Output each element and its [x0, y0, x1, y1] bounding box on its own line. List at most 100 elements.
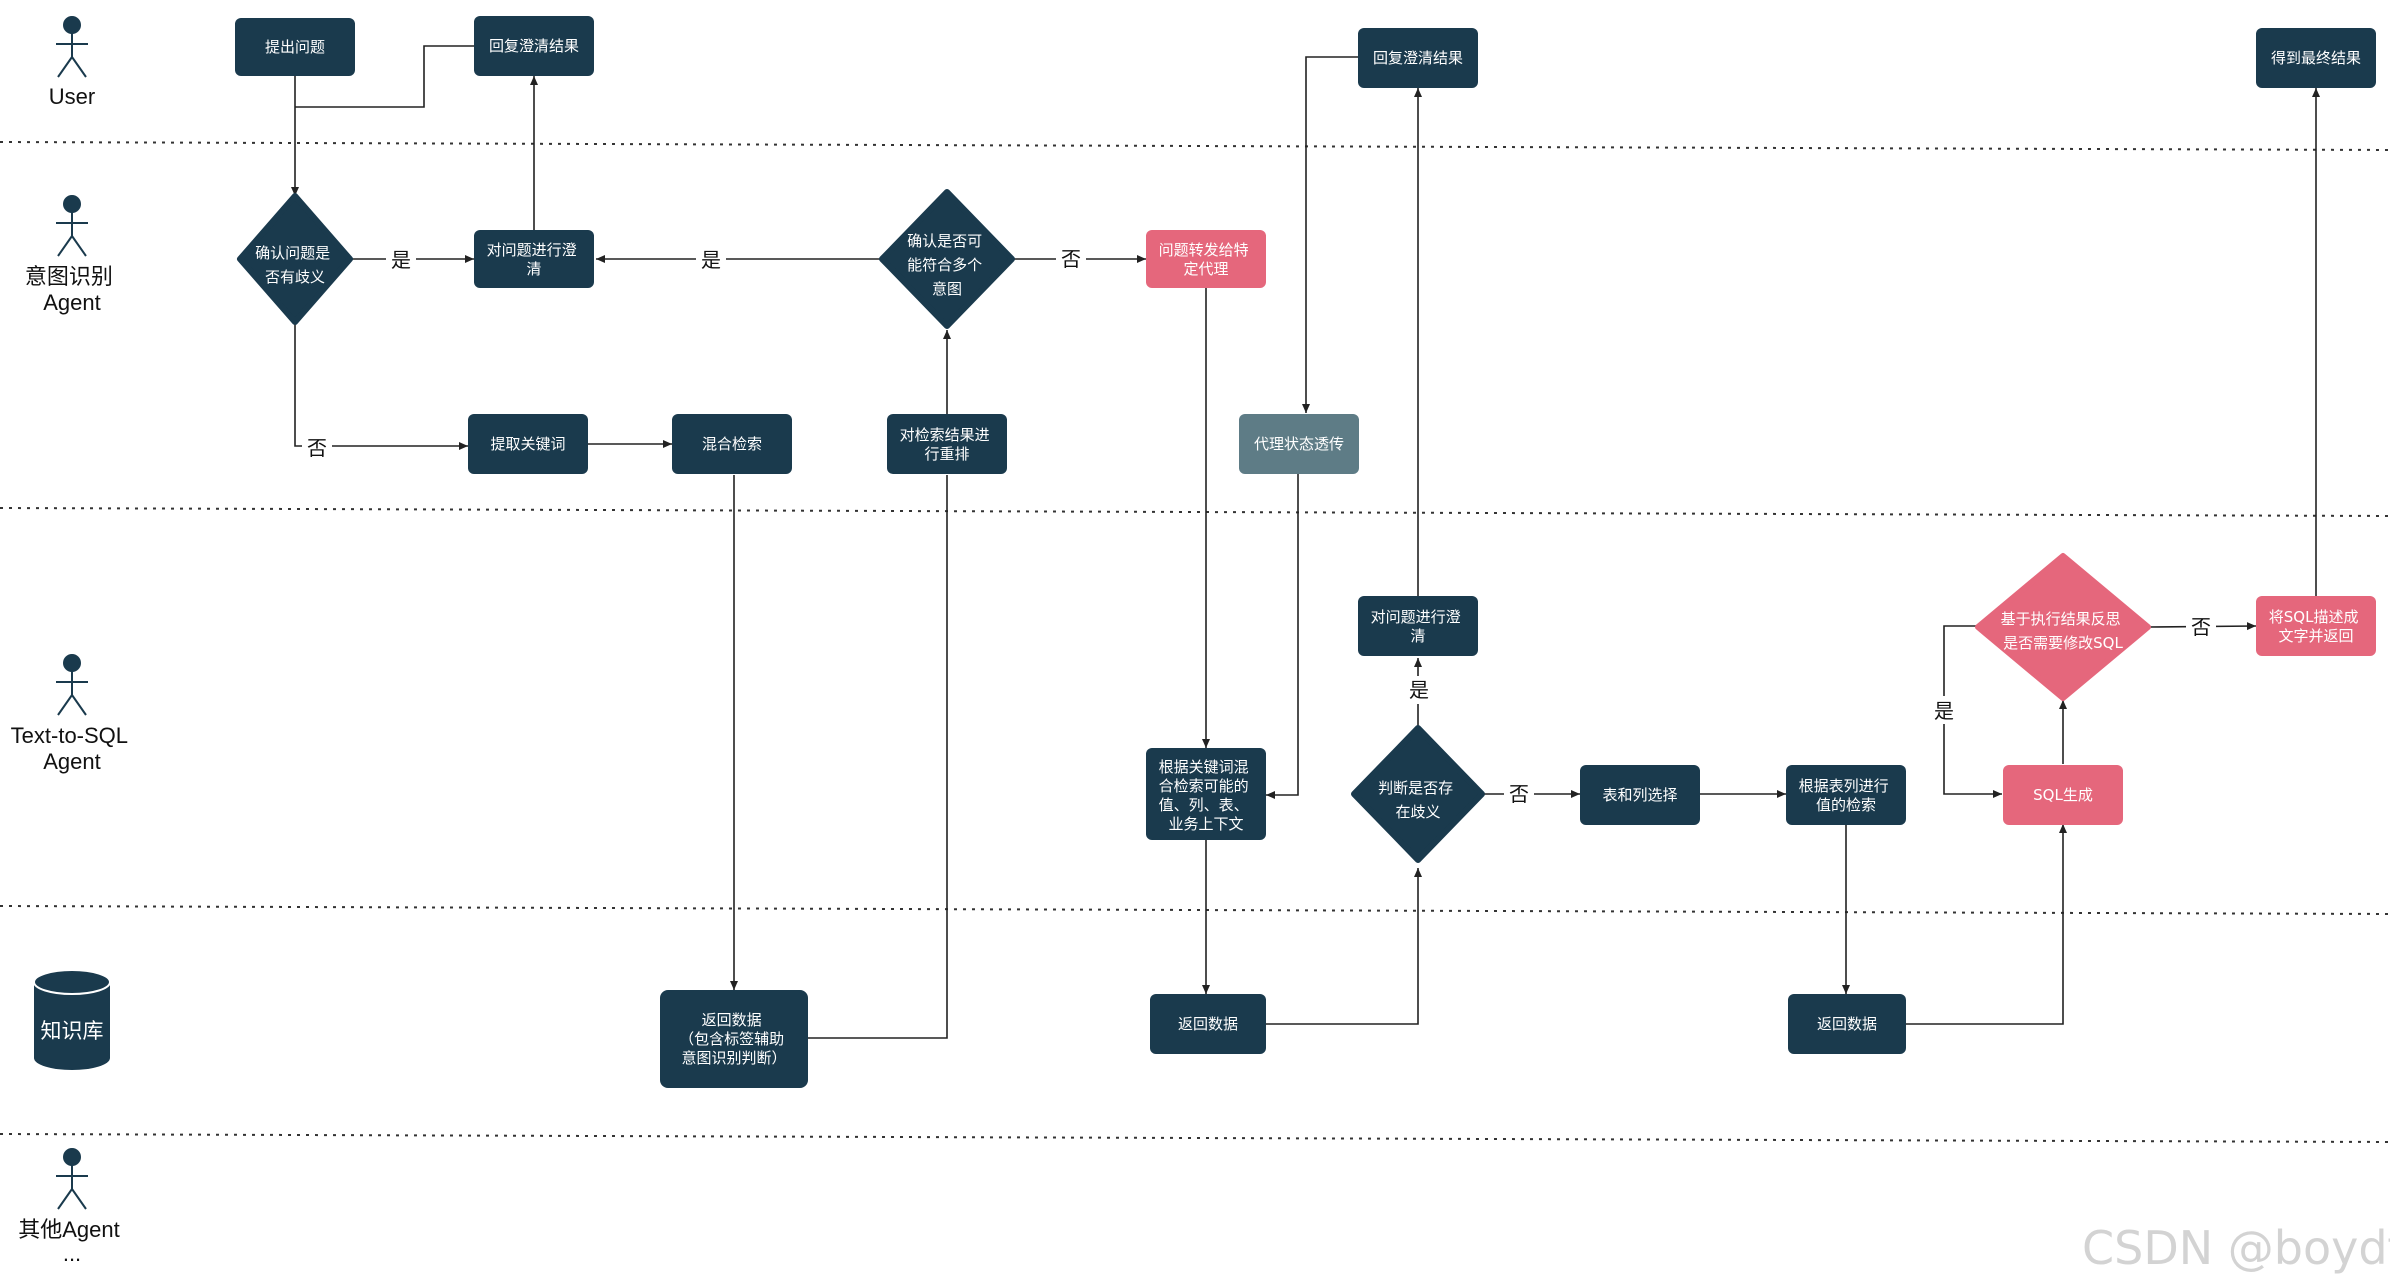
- node-label: 代理状态透传: [1254, 435, 1344, 453]
- decision-ambiguity[interactable]: 确认问题是 否有歧义: [237, 193, 353, 325]
- svg-text:确认是否可 能符合多个 意图: 确认是否可 能符合多个 意图: [907, 232, 987, 298]
- node-hybrid-search[interactable]: 混合检索: [672, 414, 792, 474]
- actor-body-icon: [56, 671, 88, 716]
- node-forward-to-agent[interactable]: 问题转发给特 定代理: [1146, 230, 1266, 288]
- node-value-search[interactable]: 根据表列进行 值的检索: [1786, 765, 1906, 825]
- node-table-column-select[interactable]: 表和列选择: [1580, 765, 1700, 825]
- node-label: 表和列选择: [1602, 786, 1677, 804]
- decision-reflect[interactable]: 基于执行结果反思 是否需要修改SQL: [1975, 553, 2151, 701]
- edge: [1906, 824, 2067, 1025]
- svg-text:基于执行结果反思 是否需要修改SQL: 基于执行结果反思 是否需要修改SQL: [2001, 610, 2126, 652]
- node-ask[interactable]: 提出问题: [235, 18, 355, 76]
- node-label: 提出问题: [265, 38, 325, 56]
- node-label: 问题转发给特: [1159, 241, 1249, 259]
- svg-text:将SQL描述成 文字并返回: 将SQL描述成 文字并返回: [2269, 608, 2363, 645]
- node-label: 在歧义: [1395, 803, 1440, 821]
- node-label: 将SQL描述成: [2269, 608, 2359, 626]
- decision-multi-intent[interactable]: 确认是否可 能符合多个 意图: [879, 189, 1015, 329]
- node-label: 合检索可能的: [1159, 777, 1249, 795]
- lane-label-t2sql: Text-to-SQL Agent: [11, 723, 134, 774]
- node-label: 值的检索: [1816, 796, 1876, 814]
- node-label: 清: [526, 260, 541, 278]
- svg-text:对问题进行澄 清: 对问题进行澄 清: [487, 241, 582, 278]
- node-label: 文字并返回: [2278, 627, 2353, 645]
- edge-label-no: 否: [1061, 247, 1081, 271]
- node-label: 业务上下文: [1168, 815, 1243, 833]
- node-reply-clarification-2[interactable]: 回复澄清结果: [1358, 28, 1478, 88]
- edge: [1302, 56, 1358, 413]
- node-label: 混合检索: [702, 435, 762, 453]
- actor-body-icon: [56, 1165, 88, 1210]
- node-label: 得到最终结果: [2271, 49, 2361, 67]
- node-kb-return-2[interactable]: 返回数据: [1150, 994, 1266, 1054]
- lane-divider: [0, 905, 2390, 915]
- svg-text:确认问题是 否有歧义: 确认问题是 否有歧义: [255, 244, 335, 286]
- node-label: 确认是否可: [907, 232, 982, 250]
- node-clarify-2[interactable]: 对问题进行澄 清: [1358, 596, 1478, 656]
- lane-label-intent: 意图识别 Agent: [25, 264, 119, 315]
- svg-text:混合检索: 混合检索: [702, 435, 762, 453]
- svg-text:对问题进行澄 清: 对问题进行澄 清: [1371, 608, 1466, 645]
- node-label: 对检索结果进: [900, 426, 990, 444]
- node-label: 回复澄清结果: [489, 37, 579, 55]
- node-label: 定代理: [1183, 260, 1228, 278]
- svg-text:问题转发给特 定代理: 问题转发给特 定代理: [1159, 241, 1254, 278]
- lane-label-line: 意图识别: [25, 264, 113, 289]
- node-label: 返回数据: [702, 1011, 762, 1029]
- actor-head-icon: [63, 1148, 81, 1166]
- node-final-result[interactable]: 得到最终结果: [2256, 28, 2376, 88]
- node-label: 确认问题是: [255, 244, 330, 262]
- node-label: 值、列、表、: [1159, 796, 1249, 814]
- edge-label-no: 否: [307, 436, 327, 460]
- node-label: 判断是否存: [1378, 779, 1453, 797]
- node-label: 回复澄清结果: [1373, 49, 1463, 67]
- lane-divider: [0, 507, 2390, 517]
- node-label: 意图识别判断）: [681, 1049, 786, 1067]
- node-describe-sql[interactable]: 将SQL描述成 文字并返回: [2256, 596, 2376, 656]
- decision-ambiguity-2[interactable]: 判断是否存 在歧义: [1351, 725, 1485, 863]
- node-label: 是否需要修改SQL: [2003, 634, 2123, 652]
- node-sql-generation[interactable]: SQL生成: [2003, 765, 2123, 825]
- svg-text:代理状态透传: 代理状态透传: [1254, 435, 1344, 453]
- edge: [807, 475, 948, 1039]
- node-label: 基于执行结果反思: [2001, 610, 2121, 628]
- actor-head-icon: [63, 195, 81, 213]
- lane-label-line: Text-to-SQL: [11, 723, 128, 748]
- svg-text:提取关键词: 提取关键词: [490, 435, 565, 453]
- node-label: SQL生成: [2033, 786, 2093, 804]
- lane-dividers: [0, 141, 2390, 1143]
- edge: [295, 45, 474, 108]
- node-label: 根据关键词混: [1159, 758, 1249, 776]
- node-label: 行重排: [924, 445, 969, 463]
- lane-label-line: User: [49, 84, 95, 109]
- actor-body-icon: [56, 212, 88, 257]
- node-kb-return-3[interactable]: 返回数据: [1788, 994, 1906, 1054]
- node-label: 返回数据: [1178, 1015, 1238, 1033]
- node-label: 否有歧义: [265, 268, 325, 286]
- watermark: CSDN @boydfd: [2082, 1221, 2390, 1275]
- node-retrieve-context[interactable]: 根据关键词混 合检索可能的 值、列、表、 业务上下文: [1146, 748, 1266, 840]
- svg-text:判断是否存 在歧义: 判断是否存 在歧义: [1378, 779, 1458, 821]
- edge: [1266, 868, 1422, 1025]
- svg-text:返回数据 （包含标签辅助 意图识别判: 返回数据 （包含标签辅助 意图识别判断）: [679, 1011, 789, 1067]
- node-label: 对问题进行澄: [1371, 608, 1461, 626]
- node-rerank[interactable]: 对检索结果进 行重排: [887, 414, 1007, 474]
- lane-label-line: ...: [63, 1241, 81, 1266]
- node-kb-return-1[interactable]: 返回数据 （包含标签辅助 意图识别判断）: [660, 990, 808, 1088]
- edge-label-no: 否: [1509, 782, 1529, 806]
- node-state-passthrough[interactable]: 代理状态透传: [1239, 414, 1359, 474]
- node-label: （包含标签辅助: [679, 1030, 784, 1048]
- edge-label-yes: 是: [1409, 678, 1429, 702]
- node-reply-clarification-1[interactable]: 回复澄清结果: [474, 16, 594, 76]
- lane-divider: [0, 141, 2390, 151]
- node-extract-keywords[interactable]: 提取关键词: [468, 414, 588, 474]
- svg-text:根据关键词混 合检索可能的 值、列、: 根据关键词混 合检索可能的 值、列、表、 业务上下文: [1159, 758, 1254, 833]
- node-clarify-1[interactable]: 对问题进行澄 清: [474, 230, 594, 288]
- actor-other: [56, 1148, 88, 1210]
- actor-head-icon: [63, 16, 81, 34]
- node-label: 提取关键词: [490, 435, 565, 453]
- svg-text:回复澄清结果: 回复澄清结果: [489, 37, 579, 55]
- lane-label-line: 其他Agent: [18, 1217, 120, 1242]
- lane-label-line: Agent: [43, 290, 101, 315]
